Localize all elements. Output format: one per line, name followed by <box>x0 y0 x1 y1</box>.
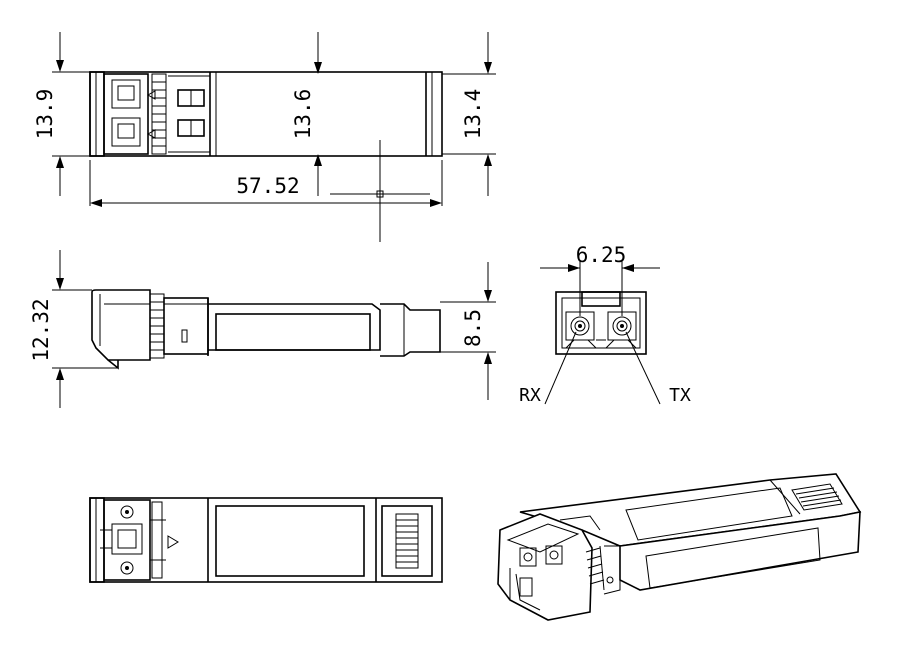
bottom-view <box>89 497 443 583</box>
edge-connector-fingers <box>395 513 419 569</box>
front-view <box>555 291 647 355</box>
top-ribs <box>151 73 167 155</box>
dim-length: 57.52 <box>236 174 299 198</box>
top-view-dimensions: 13.9 13.6 13.4 57.52 <box>33 32 496 242</box>
dim-right-height: 13.4 <box>461 89 485 140</box>
side-ribs <box>149 293 165 359</box>
top-view <box>89 71 443 157</box>
tx-label: TX <box>669 385 691 406</box>
dim-mid-height: 13.6 <box>291 89 315 140</box>
side-view-dimensions: 12.32 8.5 <box>29 250 496 408</box>
iso-ribs <box>585 545 605 591</box>
side-view <box>91 289 441 370</box>
front-view-dimensions: 6.25 RX TX <box>519 243 691 406</box>
rx-label: RX <box>519 385 541 406</box>
dim-side-right-height: 8.5 <box>461 309 485 347</box>
isometric-view <box>497 473 862 621</box>
dim-left-height: 13.9 <box>33 89 57 140</box>
iso-rear-grille <box>791 483 843 511</box>
dim-side-height: 12.32 <box>29 298 53 361</box>
dim-pitch: 6.25 <box>576 243 627 267</box>
